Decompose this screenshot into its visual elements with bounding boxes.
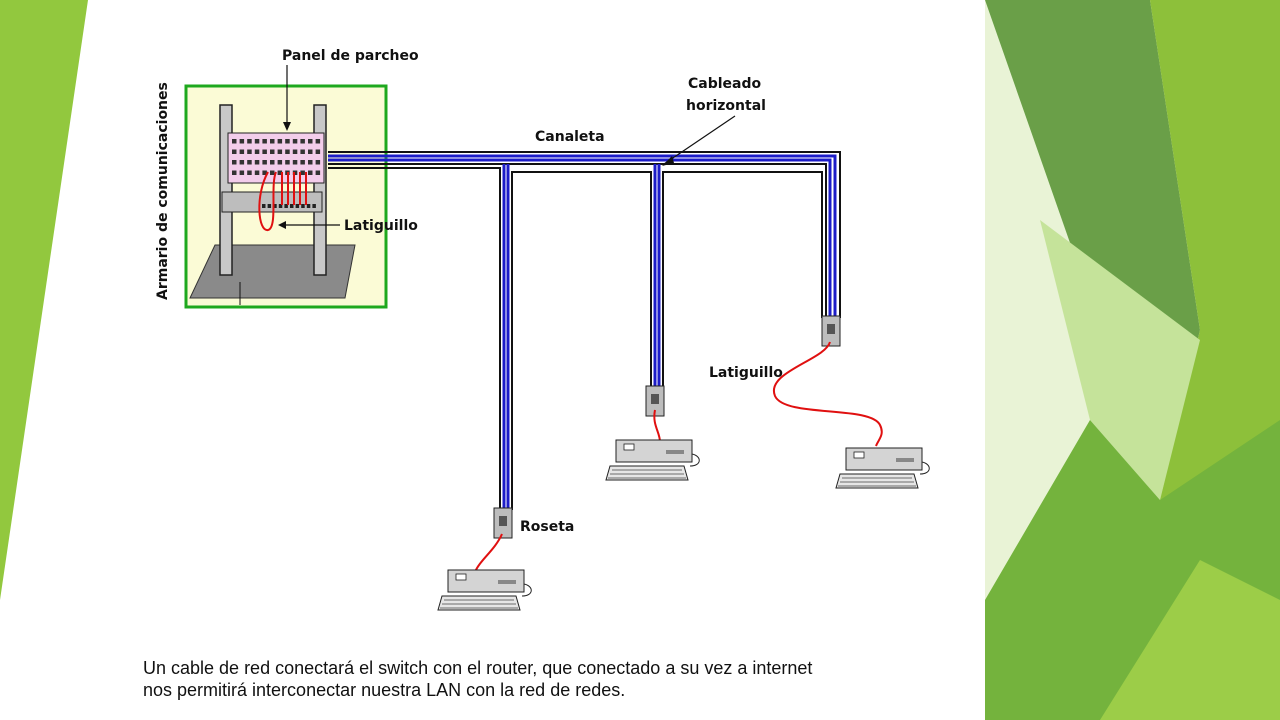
rack-post-left <box>219 104 233 276</box>
patch-port <box>262 160 267 165</box>
patch-port <box>254 139 260 144</box>
patch-port <box>254 160 260 165</box>
patch-port <box>262 139 267 144</box>
patch-port <box>292 160 298 165</box>
label-outlet: Roseta <box>520 519 574 535</box>
label-horizontal-cabling-1: Cableado <box>688 76 762 92</box>
switch-port <box>278 204 283 208</box>
patch-port <box>270 149 275 154</box>
left-green-shape <box>0 0 88 600</box>
label-duct: Canaleta <box>535 129 605 145</box>
right-green-shape-pale <box>1040 220 1200 500</box>
patch-port <box>308 139 313 144</box>
computer-2 <box>605 439 700 481</box>
caption-line-2: nos permitirá interconectar nuestra LAN … <box>143 680 626 700</box>
switch-port <box>306 204 311 208</box>
patch-port <box>285 149 290 154</box>
label-horizontal-cabling-2: horizontal <box>686 98 766 114</box>
communications-rack <box>184 65 388 309</box>
wall-outlet-3 <box>821 315 841 347</box>
patch-port <box>277 139 283 144</box>
patch-port <box>239 170 245 175</box>
patch-port <box>247 149 252 154</box>
patch-port <box>308 160 313 165</box>
switch-port <box>262 204 266 208</box>
patch-port <box>315 139 321 144</box>
patch-port <box>300 149 305 154</box>
caption: Un cable de red conectará el switch con … <box>143 657 943 701</box>
switch-port <box>295 204 300 208</box>
switch-port <box>267 204 272 208</box>
patch-port <box>239 139 245 144</box>
rack-floor <box>189 244 356 299</box>
label-rack: Armario de comunicaciones <box>155 82 171 300</box>
patch-port <box>232 170 237 175</box>
patch-port <box>285 139 290 144</box>
computer-3 <box>835 447 930 489</box>
wall-outlet-1 <box>493 507 513 539</box>
switch-port <box>273 204 277 208</box>
right-green-shape-accent <box>1100 560 1280 720</box>
panel-label-arrowhead <box>283 122 291 131</box>
patch-port <box>270 170 275 175</box>
latiguillo-label-arrowhead <box>278 221 286 229</box>
patch-port <box>247 139 252 144</box>
computer-1 <box>437 569 532 611</box>
patch-port <box>262 170 267 175</box>
switch-port <box>312 204 316 208</box>
rack-patch-cords <box>258 171 307 231</box>
patch-panel-ports <box>232 139 321 175</box>
patch-port <box>315 160 321 165</box>
patch-port <box>254 149 260 154</box>
patch-port <box>277 149 283 154</box>
patch-port <box>308 149 313 154</box>
switch-port <box>301 204 305 208</box>
patch-port <box>292 149 298 154</box>
patch-port <box>292 170 298 175</box>
patch-port <box>315 149 321 154</box>
patch-port <box>239 149 245 154</box>
patch-port <box>232 139 237 144</box>
patch-port <box>277 170 283 175</box>
switch-ports <box>262 204 316 208</box>
patch-port <box>308 170 313 175</box>
patch-port <box>247 170 252 175</box>
patch-port <box>285 160 290 165</box>
patch-port <box>254 170 260 175</box>
patch-port <box>315 170 321 175</box>
switch-port <box>290 204 294 208</box>
label-panel: Panel de parcheo <box>282 48 419 64</box>
horizontal-cabling-arrowhead <box>662 156 674 166</box>
switch-port <box>284 204 288 208</box>
cable-duct <box>328 151 841 510</box>
patch-port <box>292 139 298 144</box>
patch-port <box>232 160 237 165</box>
patch-port <box>232 149 237 154</box>
patch-port <box>300 170 305 175</box>
patch-port <box>262 149 267 154</box>
patch-port <box>239 160 245 165</box>
patch-port <box>300 139 305 144</box>
station-patch-cord-1 <box>474 533 503 573</box>
rack-post-right <box>313 104 327 276</box>
label-patch-cord-rack: Latiguillo <box>344 218 418 234</box>
patch-port <box>277 160 283 165</box>
patch-port <box>247 160 252 165</box>
horizontal-cabling-arrow <box>663 115 736 165</box>
patch-port <box>300 160 305 165</box>
caption-line-1: Un cable de red conectará el switch con … <box>143 658 813 678</box>
patch-port <box>270 139 275 144</box>
patch-port <box>270 160 275 165</box>
label-patch-cord-station: Latiguillo <box>709 365 783 381</box>
station-patch-cord-3 <box>772 341 883 447</box>
